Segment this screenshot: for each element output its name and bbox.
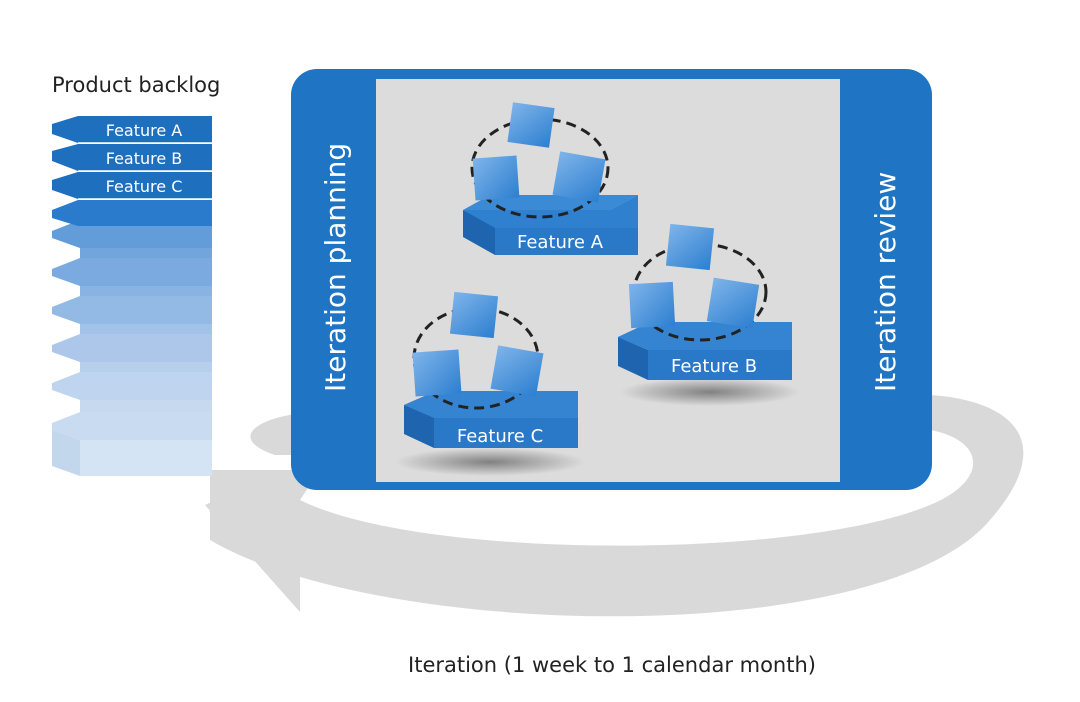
feature-c-cube-right bbox=[490, 345, 544, 397]
iteration-planning-label: Iteration planning bbox=[319, 143, 352, 392]
backlog-slab-blank bbox=[52, 200, 212, 226]
feature-c-platform-label: Feature C bbox=[457, 426, 543, 447]
backlog-empty-slots bbox=[52, 220, 212, 476]
backlog-item-feature-a: Feature A bbox=[106, 121, 183, 140]
feature-a-platform-label: Feature A bbox=[517, 232, 604, 253]
iteration-review-label: Iteration review bbox=[869, 172, 902, 392]
backlog-slab-feature-c bbox=[52, 172, 212, 199]
backlog-title: Product backlog bbox=[52, 73, 220, 97]
feature-a-cube-left bbox=[472, 155, 520, 201]
feature-b-platform-label: Feature B bbox=[671, 356, 757, 377]
feature-b-shadow bbox=[620, 378, 800, 406]
backlog-slab-feature-a bbox=[52, 116, 212, 143]
feature-c-group: Feature C bbox=[404, 291, 578, 448]
feature-a-platform-front bbox=[463, 195, 638, 230]
iteration-panel: Iteration planning Iteration review Feat… bbox=[291, 69, 932, 490]
backlog-item-feature-b: Feature B bbox=[106, 149, 183, 168]
backlog-stack: Feature A Feature B Feature C bbox=[52, 116, 212, 476]
feature-a-group: Feature A bbox=[463, 102, 638, 255]
iteration-duration-caption: Iteration (1 week to 1 calendar month) bbox=[408, 653, 816, 677]
feature-b-group: Feature B bbox=[618, 223, 792, 380]
feature-a-cube-right bbox=[552, 151, 606, 203]
feature-c-shadow bbox=[395, 448, 585, 476]
feature-a-cube-top bbox=[507, 102, 555, 148]
feature-b-platform-front bbox=[648, 350, 792, 380]
feature-c-platform-front bbox=[434, 418, 578, 448]
feature-c-cube-left bbox=[412, 349, 462, 397]
feature-c-cube-top bbox=[449, 291, 499, 339]
feature-b-cube-left bbox=[628, 281, 676, 329]
feature-b-cube-top bbox=[665, 223, 715, 271]
backlog-item-feature-c: Feature C bbox=[106, 177, 183, 196]
feature-b-cube-right bbox=[706, 277, 760, 329]
backlog-slab-feature-b bbox=[52, 144, 212, 171]
